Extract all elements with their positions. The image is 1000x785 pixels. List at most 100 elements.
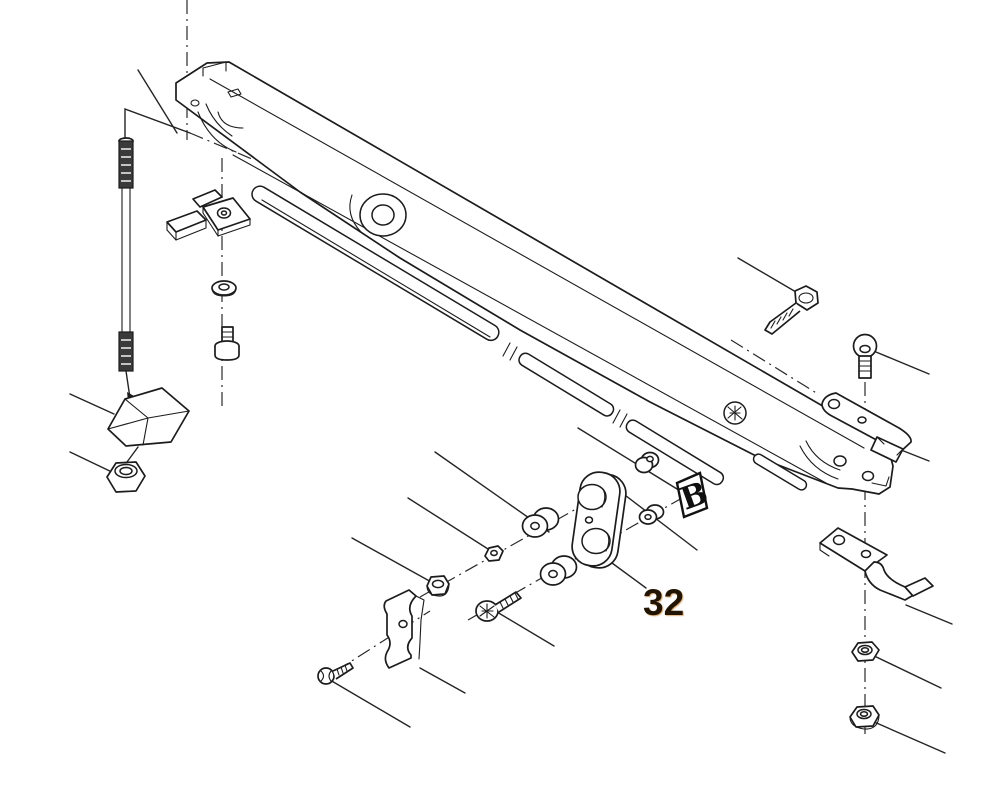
- beam-fork-curves: [799, 440, 841, 480]
- beam-clevis-pin-hole: [190, 99, 200, 107]
- button-screw-shank: [858, 355, 872, 379]
- strap-hole-1: [827, 398, 841, 410]
- center-bolt-head-hatch: [479, 603, 495, 619]
- link-plate-hole-upper-rim: [601, 488, 606, 508]
- washer-upper-bore: [530, 521, 540, 531]
- rod-thread-top-lines: [121, 148, 131, 182]
- rod-wedge-clamp: [107, 387, 190, 447]
- beam-boss-pocket: [349, 194, 362, 233]
- beam-hook-curve: [217, 111, 244, 129]
- strap-hole-2: [857, 416, 867, 424]
- clip-plate-thickness: [202, 206, 219, 237]
- scalloped-plate-face: [383, 589, 417, 669]
- hex-nut-center-left: [426, 575, 450, 597]
- centerline-strap-axis: [730, 339, 819, 395]
- threaded-rod: [118, 137, 134, 401]
- beam-rib-2b: [619, 413, 628, 428]
- clip-foot-thickness: [166, 221, 177, 241]
- self-tapping-screw: [317, 662, 354, 685]
- hex-nut-center-small: [484, 545, 504, 562]
- leader-z-bracket: [905, 604, 953, 625]
- washer-lower-bore: [548, 569, 558, 579]
- tapping-screw-head-facets: [320, 670, 332, 682]
- right-nut-upper-bore: [860, 647, 870, 653]
- beam-top-slot-hole: [227, 88, 242, 98]
- leader-collar-to-ref: [577, 427, 691, 498]
- leader-threaded-rod: [124, 107, 191, 144]
- collar-bushing: [634, 451, 660, 474]
- axis-screw-plate: [335, 610, 431, 672]
- clip-foot: [166, 210, 207, 233]
- small-bolt-head-side: [214, 346, 240, 361]
- pivot-link-plate: [571, 471, 627, 569]
- reference-box: B: [675, 471, 713, 519]
- beam-boss-hole: [371, 204, 395, 226]
- strap-tab-fold: [876, 436, 904, 456]
- hex-bolt-head-face: [798, 292, 814, 304]
- leader-link-plate: [611, 562, 647, 589]
- hex-flange-bolt: [764, 285, 819, 335]
- clip-foot-edge: [175, 219, 207, 241]
- beam-clevis-curve-2: [205, 103, 233, 137]
- center-right-nut-bore: [644, 513, 652, 521]
- leader-button-screw: [875, 351, 930, 375]
- leader-right-nut-lower: [871, 720, 946, 754]
- z-bracket: [819, 527, 934, 601]
- leader-beam-top: [137, 69, 178, 134]
- hex-flange-nut-right-lower: [849, 705, 880, 730]
- beam-cap-notch: [202, 61, 227, 77]
- leader-lines: [69, 69, 953, 754]
- beam-rib-1b: [509, 346, 518, 361]
- tapping-screw-shank: [332, 662, 354, 680]
- wedge-outline: [107, 387, 190, 447]
- beam-attach-hole-hatch: [727, 405, 743, 421]
- z-bracket-tab: [904, 577, 934, 597]
- leader-left-nut: [69, 451, 117, 475]
- leader-center-bolt: [496, 611, 555, 647]
- hex-bolt-center: [475, 591, 522, 622]
- leader-tapping-screw: [329, 679, 411, 728]
- hex-nut-center-right: [638, 504, 665, 525]
- beam-outline: [175, 61, 894, 495]
- beam-slot-2: [518, 352, 615, 417]
- right-nut-lower-bore: [859, 711, 869, 717]
- z-bracket-hole-1: [832, 534, 846, 546]
- beam-slot-3: [625, 419, 725, 486]
- beam-slot-1-inner: [261, 199, 491, 338]
- reference-box-frame: [675, 471, 709, 519]
- leader-hex-flange-bolt: [737, 257, 797, 293]
- button-screw-threads: [858, 360, 872, 372]
- beam-tongue-hole-1: [833, 455, 847, 467]
- rod-thread-bottom: [118, 331, 134, 372]
- beam-tongue-hole-2: [861, 470, 875, 482]
- beam-slot-4: [752, 453, 808, 491]
- axis-upper-fasteners: [419, 499, 593, 598]
- link-plate-hole-upper: [577, 483, 607, 511]
- rod-thread-bottom-lines: [121, 339, 131, 365]
- center-left-nut-flange: [426, 584, 450, 597]
- link-plate-hole-lower: [581, 527, 611, 555]
- collar-bore: [646, 455, 654, 463]
- z-bracket-thickness: [819, 542, 830, 557]
- beam-clevis-curve-1: [197, 111, 237, 153]
- hex-bolt-threads: [770, 308, 794, 329]
- flat-strap-bracket: [821, 392, 912, 463]
- scalloped-plate-hole: [398, 619, 408, 629]
- spacer-washer-upper: [521, 507, 560, 538]
- part-number-label: 32: [643, 582, 684, 623]
- center-left-nut-face: [431, 579, 445, 589]
- strap-end-tab: [870, 436, 904, 463]
- hex-bolt-shank: [764, 302, 801, 335]
- flange-nut-skirt: [211, 287, 237, 297]
- scalloped-plate-back-edge: [415, 595, 425, 660]
- wedge-groove-lines: [107, 398, 190, 446]
- center-bolt-shank: [494, 591, 522, 613]
- beam-rib-2a: [612, 409, 621, 424]
- centerline-rod-attach: [189, 132, 253, 160]
- leader-right-nut-upper: [867, 652, 942, 689]
- beam-rib-1a: [502, 342, 511, 357]
- link-plate-hole-lower-rim: [605, 532, 610, 552]
- center-bolt-threads: [499, 592, 519, 609]
- leader-center-left-nut: [351, 537, 443, 589]
